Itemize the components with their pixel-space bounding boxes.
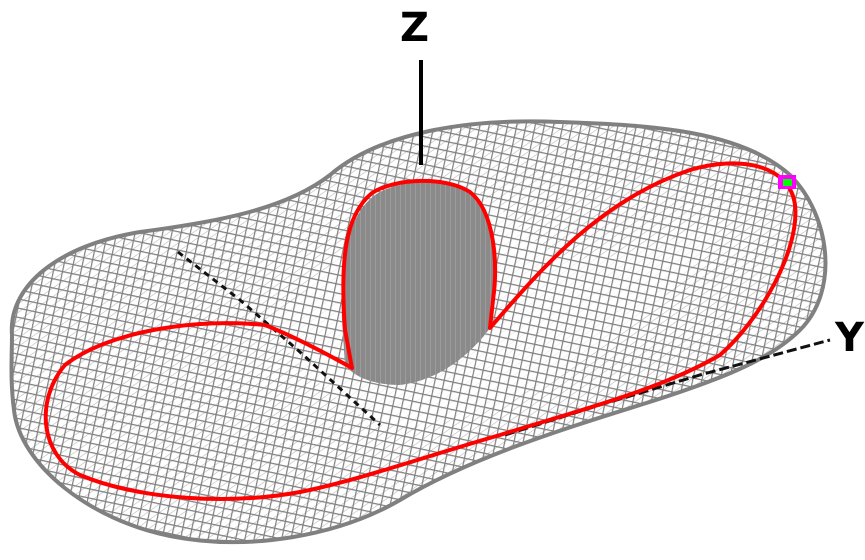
y-axis-label: Y [835, 315, 864, 361]
marker-green [783, 179, 792, 186]
pattern-cut-curve [43, 161, 798, 501]
x-axis-dotted [177, 250, 382, 427]
z-axis-label: Z [400, 5, 430, 51]
central-dome [341, 182, 496, 385]
